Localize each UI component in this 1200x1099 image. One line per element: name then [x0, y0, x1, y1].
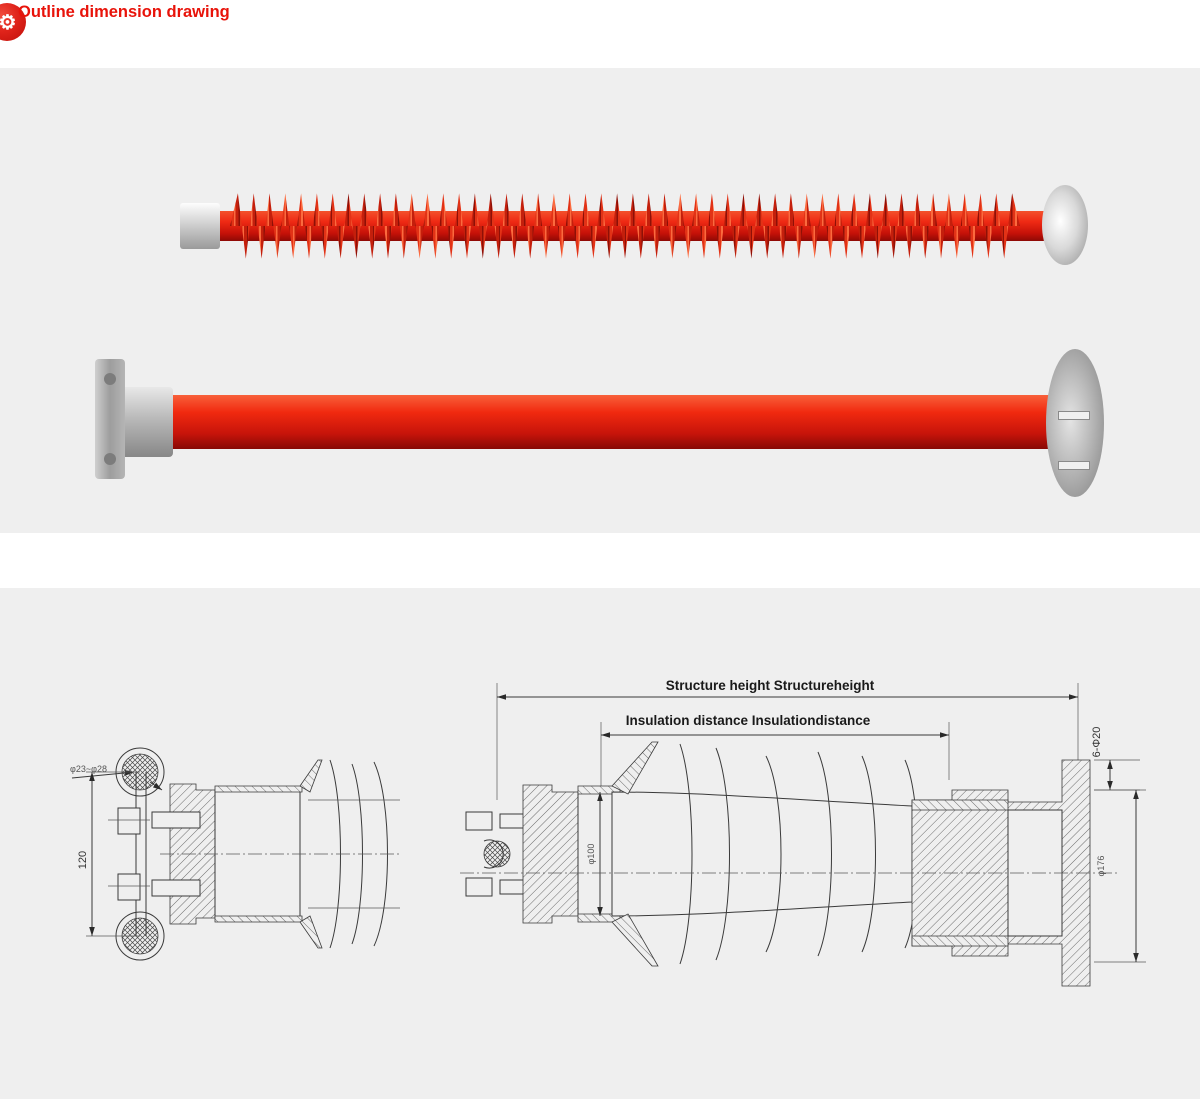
shed-profile: [611, 741, 659, 795]
insulator-core-tube: [155, 395, 1055, 449]
tube-wall-lower: [214, 915, 303, 923]
bolt-head-upper: [465, 811, 493, 831]
shed-profile: [299, 915, 323, 949]
flange-bolt-upper: [151, 811, 201, 829]
product-photo-panel: [0, 68, 1200, 533]
bolt-holes-label: 6-Φ20: [1091, 727, 1103, 758]
page-title: Outline dimension drawing: [18, 3, 230, 21]
structure-height-label: Structure height Structureheight: [666, 678, 875, 693]
composite-insulator-upper: [180, 173, 1088, 278]
logo-glyph: ⚙: [0, 11, 16, 34]
bore-diameter-label: φ100: [586, 844, 596, 865]
flange-bolt-lower: [151, 879, 201, 897]
main-section-view: Structure height Structureheight Insulat…: [460, 678, 1146, 987]
insulator-body: [611, 791, 913, 917]
bracket-hole: [104, 453, 116, 465]
outline-dimension-drawing: φ23~φ28 120 Structure height Structurehe…: [70, 678, 1146, 987]
shed-profile: [817, 751, 832, 957]
end-fitting-right: [1042, 185, 1088, 265]
left-detail-view: φ23~φ28 120: [70, 747, 400, 961]
heartbeat-circle-icon: ⚙: [0, 3, 26, 41]
flange-diameter-label: φ176: [1096, 856, 1106, 877]
bracket-hole: [104, 373, 116, 385]
shed-profile: [715, 747, 730, 961]
technical-drawing-panel: φ23~φ28 120 Structure height Structurehe…: [0, 588, 1200, 1099]
bolt-head-lower: [465, 877, 493, 897]
mounting-bracket: [95, 359, 125, 479]
insulation-distance-label: Insulation distance Insulationdistance: [626, 713, 871, 728]
mounting-flange: [1046, 349, 1104, 497]
clamp-bolt-lower: [117, 873, 141, 901]
insulator-sheds: [175, 372, 1035, 474]
tube-wall-upper: [214, 785, 303, 793]
shed-profile: [611, 913, 659, 967]
flange-slot: [1058, 411, 1090, 420]
shed-profile: [861, 755, 876, 953]
clamp-spacing-label: 120: [77, 851, 89, 869]
conductor-diameter-label: φ23~φ28: [70, 764, 107, 774]
insulator-sheds: [230, 193, 1020, 259]
end-fitting-left: [117, 387, 173, 457]
page-header: ⚙ Outline dimension drawing: [0, 0, 1200, 68]
end-fitting-left: [180, 203, 220, 249]
flange-wall-upper: [911, 799, 1009, 811]
shed-profile: [765, 755, 782, 953]
flange-slot: [1058, 461, 1090, 470]
shed-profile: [299, 759, 323, 793]
conductor-section: [483, 840, 511, 868]
clamp-bolt-upper: [117, 807, 141, 835]
flange-wall-lower: [911, 935, 1009, 947]
shed-profile: [679, 743, 693, 965]
end-fitting-section: [522, 784, 579, 924]
composite-insulator-lower: [95, 343, 1104, 503]
